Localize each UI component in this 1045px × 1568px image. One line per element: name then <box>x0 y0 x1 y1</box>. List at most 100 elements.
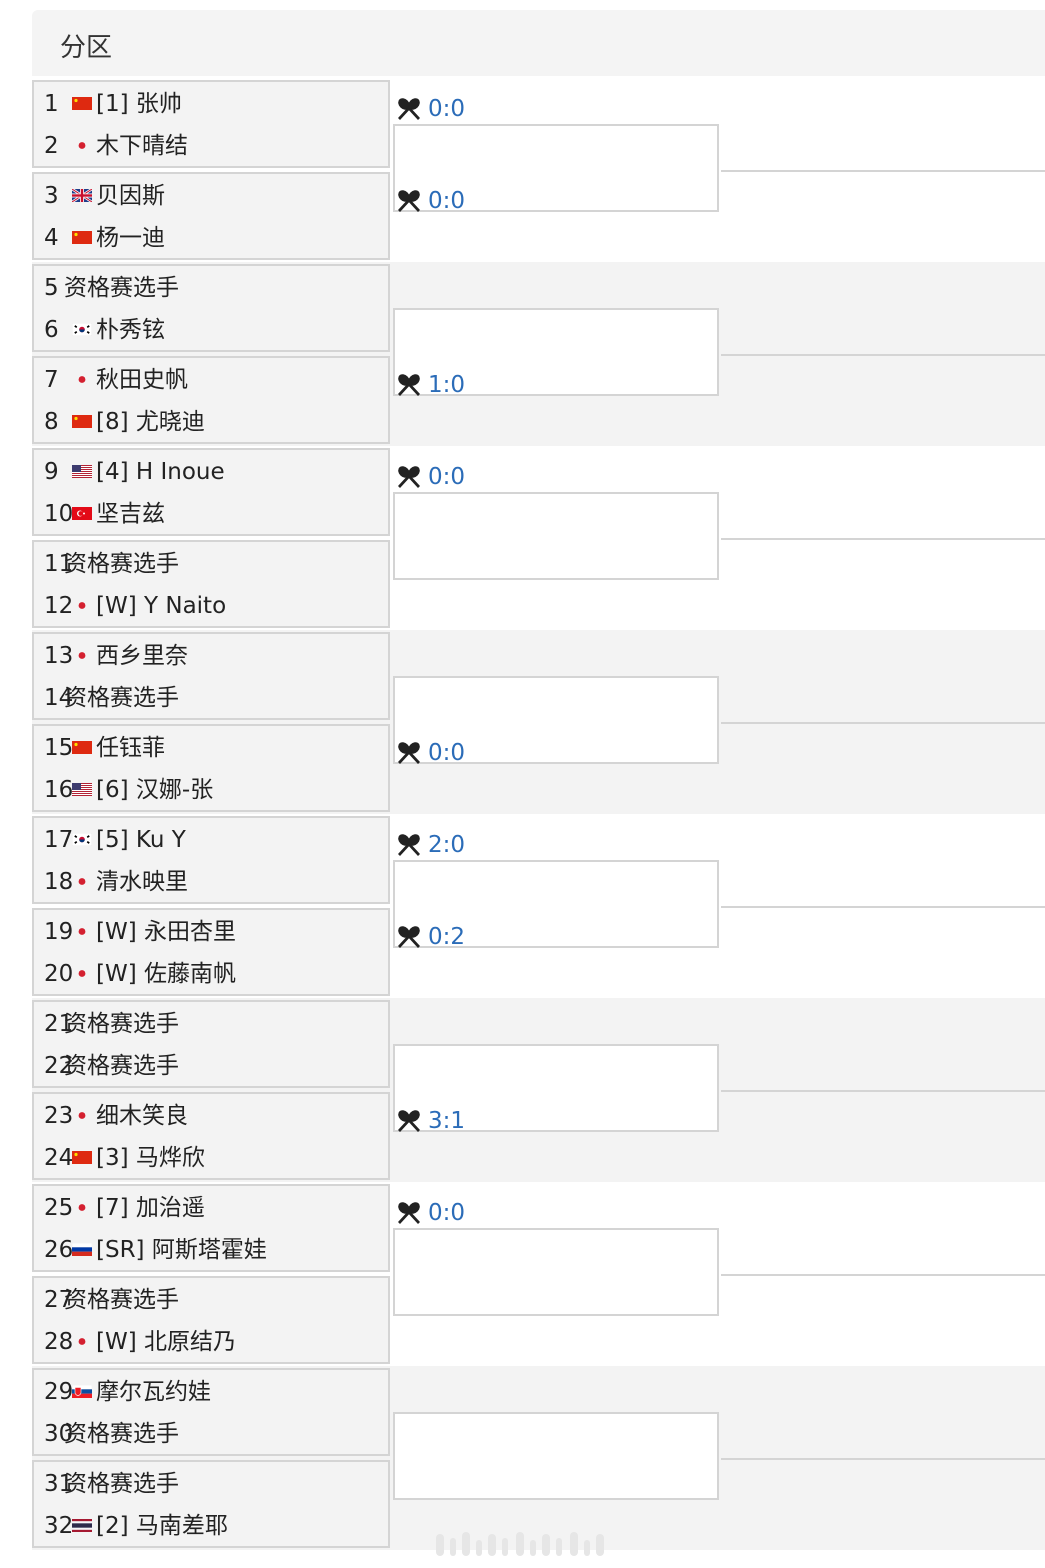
player-row[interactable]: 32[2] 马南差耶 <box>34 1504 390 1548</box>
player-number: 10 <box>44 501 74 527</box>
player-number: 23 <box>44 1103 74 1129</box>
player-row[interactable]: 23 细木笑良 <box>34 1094 390 1138</box>
player-name[interactable]: [4] H Inoue <box>96 459 225 485</box>
player-name[interactable]: 杨一迪 <box>96 225 165 251</box>
score-text[interactable]: 3:1 <box>428 1108 466 1134</box>
player-number: 11 <box>44 551 74 577</box>
player-name[interactable]: 清水映里 <box>96 869 188 895</box>
score-text[interactable]: 0:0 <box>428 1200 466 1226</box>
player-row[interactable]: 26[SR] 阿斯塔霍娃 <box>34 1228 390 1272</box>
player-name[interactable]: 摩尔瓦约娃 <box>96 1379 211 1405</box>
score-text[interactable]: 1:0 <box>428 372 466 398</box>
player-row[interactable]: 12 [W] Y Naito <box>34 584 390 628</box>
player-name[interactable]: [2] 马南差耶 <box>96 1513 228 1539</box>
player-name[interactable]: [3] 马烨欣 <box>96 1145 205 1171</box>
player-row[interactable]: 25[7] 加治遥 <box>34 1186 390 1230</box>
score-text[interactable]: 0:0 <box>428 96 466 122</box>
player-name[interactable]: [W] Y Naito <box>96 593 227 619</box>
flag-ru-icon <box>72 1243 92 1256</box>
flag-gb-icon <box>72 189 92 202</box>
player-row[interactable]: 9[4] H Inoue <box>34 450 390 494</box>
player-name[interactable]: 资格赛选手 <box>64 1053 179 1079</box>
player-name[interactable]: 细木笑良 <box>96 1103 188 1129</box>
flag-sk-icon <box>72 1385 92 1398</box>
score-text[interactable]: 0:0 <box>428 464 466 490</box>
player-name[interactable]: [8] 尤晓迪 <box>96 409 205 435</box>
player-row[interactable]: 24 [3] 马烨欣 <box>34 1136 390 1180</box>
player-number: 28 <box>44 1329 74 1355</box>
player-row[interactable]: 17[5] Ku Y <box>34 818 390 862</box>
match-score[interactable]: 1:0 <box>396 370 465 400</box>
player-row[interactable]: 8[8] 尤晓迪 <box>34 400 390 444</box>
player-number: 19 <box>44 919 74 945</box>
player-name[interactable]: 资格赛选手 <box>64 551 179 577</box>
player-name[interactable]: 资格赛选手 <box>64 275 179 301</box>
player-name[interactable]: [SR] 阿斯塔霍娃 <box>96 1237 267 1263</box>
player-row[interactable]: 19 [W] 永田杏里 <box>34 910 390 954</box>
player-number: 27 <box>44 1287 74 1313</box>
player-name[interactable]: 木下晴结 <box>96 133 188 159</box>
player-row[interactable]: 20[W] 佐藤南帆 <box>34 952 390 996</box>
player-number: 24 <box>44 1145 74 1171</box>
match-score[interactable]: 3:1 <box>396 1106 465 1136</box>
match-score[interactable]: 0:0 <box>396 186 465 216</box>
player-name[interactable]: [7] 加治遥 <box>96 1195 205 1221</box>
player-name[interactable]: 贝因斯 <box>96 183 165 209</box>
player-row[interactable]: 28 [W] 北原结乃 <box>34 1320 390 1364</box>
player-name[interactable]: 朴秀铉 <box>96 317 165 343</box>
player-name[interactable]: [W] 北原结乃 <box>96 1329 236 1355</box>
player-name[interactable]: 资格赛选手 <box>64 1011 179 1037</box>
crossed-rackets-icon <box>398 190 420 212</box>
player-name[interactable]: [6] 汉娜-张 <box>96 777 214 803</box>
score-text[interactable]: 0:0 <box>428 188 466 214</box>
player-name[interactable]: 资格赛选手 <box>64 1287 179 1313</box>
player-name[interactable]: [5] Ku Y <box>96 827 186 853</box>
player-name[interactable]: 资格赛选手 <box>64 1421 179 1447</box>
flag-cn-icon <box>72 97 92 110</box>
watermark-logo <box>436 1532 604 1556</box>
match-score[interactable]: 2:0 <box>396 830 465 860</box>
match-score[interactable]: 0:0 <box>396 1198 465 1228</box>
player-name[interactable]: 坚吉兹 <box>96 501 165 527</box>
player-name[interactable]: 资格赛选手 <box>64 685 179 711</box>
player-name[interactable]: 西乡里奈 <box>96 643 188 669</box>
match-score[interactable]: 0:0 <box>396 738 465 768</box>
score-text[interactable]: 0:2 <box>428 924 466 950</box>
match-score[interactable]: 0:0 <box>396 462 465 492</box>
player-name[interactable]: 任钰菲 <box>96 735 165 761</box>
score-text[interactable]: 2:0 <box>428 832 466 858</box>
player-row[interactable]: 10 坚吉兹 <box>34 492 390 536</box>
match-score[interactable]: 0:2 <box>396 922 465 952</box>
flag-us-icon <box>72 465 92 478</box>
player-row[interactable]: 1[1] 张帅 <box>34 82 390 126</box>
score-text[interactable]: 0:0 <box>428 740 466 766</box>
flag-cn-icon <box>72 741 92 754</box>
match-score[interactable]: 0:0 <box>396 94 465 124</box>
flag-kr-icon <box>72 323 92 336</box>
player-number: 12 <box>44 593 74 619</box>
player-row[interactable]: 16[6] 汉娜-张 <box>34 768 390 812</box>
player-name[interactable]: [1] 张帅 <box>96 91 182 117</box>
player-name[interactable]: 资格赛选手 <box>64 1471 179 1497</box>
player-name[interactable]: [W] 永田杏里 <box>96 919 236 945</box>
player-name[interactable]: 秋田史帆 <box>96 367 188 393</box>
player-name[interactable]: [W] 佐藤南帆 <box>96 961 236 987</box>
